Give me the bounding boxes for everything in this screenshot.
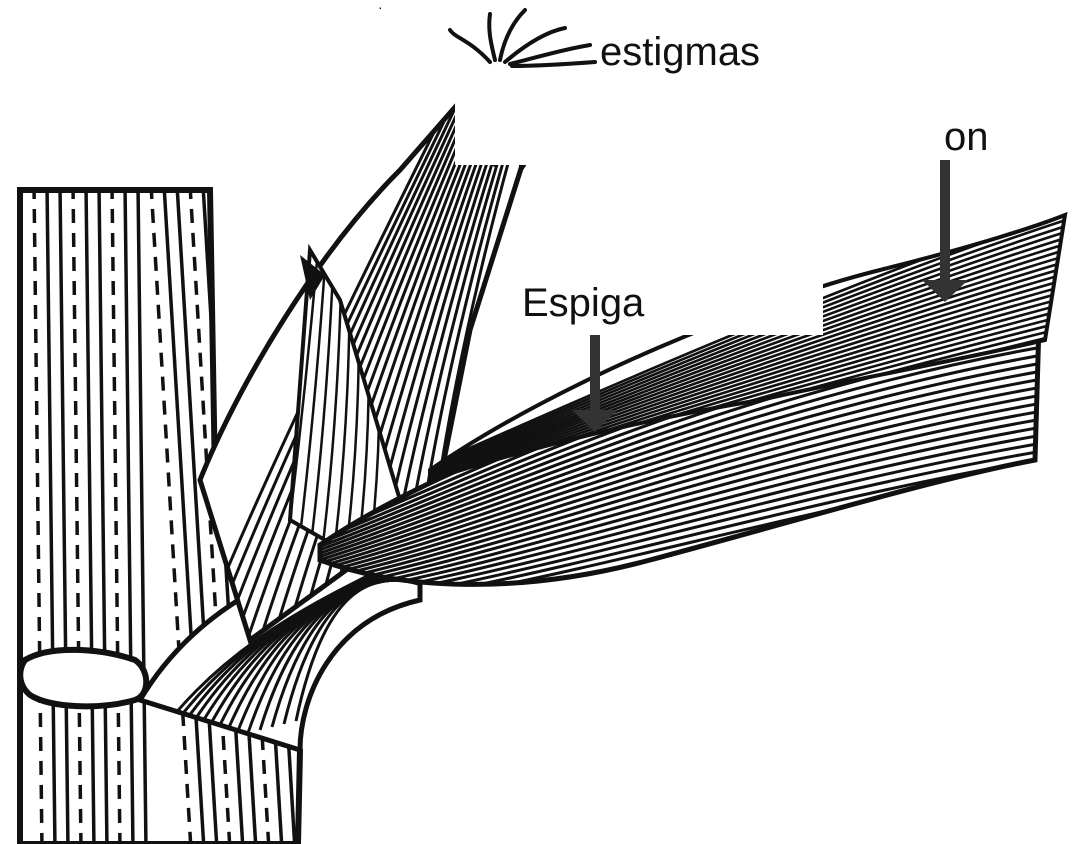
label-estigmas: estigmas: [600, 30, 760, 74]
label-mask-upper: [455, 65, 800, 165]
silk-tips: [450, 10, 595, 66]
label-espiga: Espiga: [522, 281, 645, 325]
right-label-arrow: [922, 160, 968, 302]
label-partial-right: on: [944, 115, 989, 159]
stalk-node: [20, 650, 146, 706]
label-fragment: ·: [378, 0, 383, 15]
